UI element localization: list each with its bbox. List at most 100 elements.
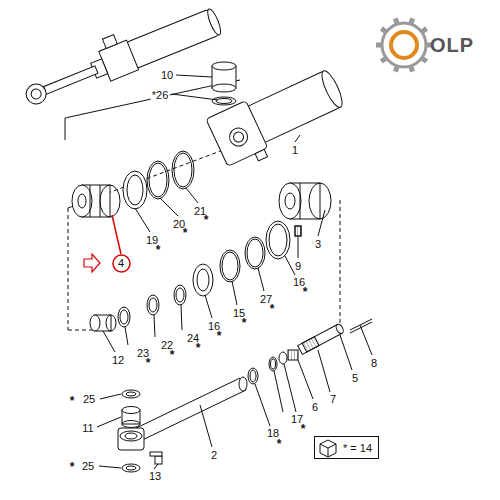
line-art: [100, 394, 121, 399]
line-art: [126, 466, 136, 470]
gland: [300, 183, 301, 219]
callout-number: 10: [160, 70, 174, 81]
line-art: [318, 210, 325, 236]
callout-number: 5: [351, 373, 359, 384]
line-art: [106, 315, 116, 331]
assembled-cylinder: [125, 9, 219, 69]
valve-stem: [298, 324, 342, 354]
line-art: [222, 252, 238, 280]
line-art: [154, 315, 155, 337]
line-art: [160, 198, 178, 216]
callout-number: 25: [82, 394, 96, 405]
line-art: [212, 62, 236, 70]
line-art: [295, 226, 301, 236]
callout-number: *: [69, 395, 76, 407]
callout-number: 1: [291, 145, 299, 156]
assembled-cylinder: [41, 66, 98, 95]
cylinder-body: [227, 125, 251, 149]
piston-rod: [118, 377, 247, 464]
piston-rod: [155, 456, 162, 464]
line-art: [65, 85, 215, 140]
callout-number: 9: [294, 261, 302, 272]
callout-number: *: [155, 244, 162, 256]
line-art: [266, 221, 290, 259]
callout-number: *: [195, 342, 202, 354]
line-art: [149, 298, 157, 312]
callout-number: 7: [329, 394, 337, 405]
line-art: [216, 99, 232, 104]
line-art: [271, 359, 276, 369]
line-art: [174, 153, 192, 187]
line-art: [298, 360, 313, 399]
piston: [100, 185, 120, 217]
gear-tooth: [422, 58, 427, 62]
callout-number: *: [276, 438, 283, 450]
line-art: [295, 226, 301, 236]
callout-number: *: [145, 357, 152, 369]
line-art: [125, 327, 128, 345]
gear-tooth: [376, 43, 382, 48]
assembled-cylinder: [205, 8, 223, 37]
line-art: [232, 281, 237, 305]
piston-rod: [150, 452, 162, 456]
line-art: [176, 288, 184, 302]
line-art: [154, 464, 158, 469]
line-art: [126, 392, 136, 396]
line-art: [90, 315, 100, 331]
line-art: [135, 208, 150, 232]
line-art: [269, 357, 277, 371]
line-art: [295, 135, 300, 142]
line-art: [288, 350, 298, 360]
line-art: [247, 239, 263, 267]
line-art: [205, 295, 212, 318]
node-text: * = 14: [343, 443, 372, 454]
line-art: [172, 94, 218, 100]
line-art: [274, 371, 283, 412]
callout-number: *: [182, 227, 189, 239]
callout-number: *: [216, 330, 223, 342]
gland: [309, 183, 331, 219]
gear-tooth: [411, 66, 413, 72]
callout-number: *: [300, 423, 307, 435]
watermark: OLP: [429, 35, 475, 55]
callout-number: 8: [370, 358, 378, 369]
line-art: [212, 97, 236, 105]
piston: [72, 185, 92, 217]
cylinder-body: [206, 101, 268, 167]
line-art: [122, 464, 140, 472]
callout-number: 2: [210, 450, 218, 461]
line-art: [340, 335, 352, 370]
callout-number: 18: [266, 428, 280, 439]
callout-number: *26: [151, 90, 170, 101]
callout-number: *: [302, 286, 309, 298]
line-art: [197, 269, 209, 291]
line-art: [149, 163, 167, 197]
line-art: [200, 405, 212, 447]
line-art: [99, 466, 121, 468]
line-art: [174, 285, 186, 305]
callout-number: 12: [111, 355, 125, 366]
line-art: [103, 331, 115, 352]
line-art: [147, 161, 169, 199]
circle-outline: [113, 255, 130, 272]
line-art: [127, 175, 143, 205]
gland: [279, 183, 301, 219]
gear-tooth: [395, 18, 397, 24]
cylinder-body: [232, 130, 245, 143]
line-art: [147, 295, 159, 315]
line-art: [120, 310, 128, 324]
line-art: [186, 188, 198, 203]
line-art: [97, 417, 121, 427]
cylinder-body: [255, 149, 267, 160]
red-leader: [112, 215, 121, 254]
line-art: [176, 75, 212, 77]
piston-rod: [125, 433, 137, 439]
callout-number: *: [169, 349, 176, 361]
line-art: [245, 237, 265, 269]
cylinder-body: [206, 63, 352, 174]
line-art: [320, 440, 336, 457]
assembled-cylinder: [17, 0, 224, 113]
piston-rod: [118, 428, 144, 450]
assembled-cylinder: [30, 87, 43, 100]
